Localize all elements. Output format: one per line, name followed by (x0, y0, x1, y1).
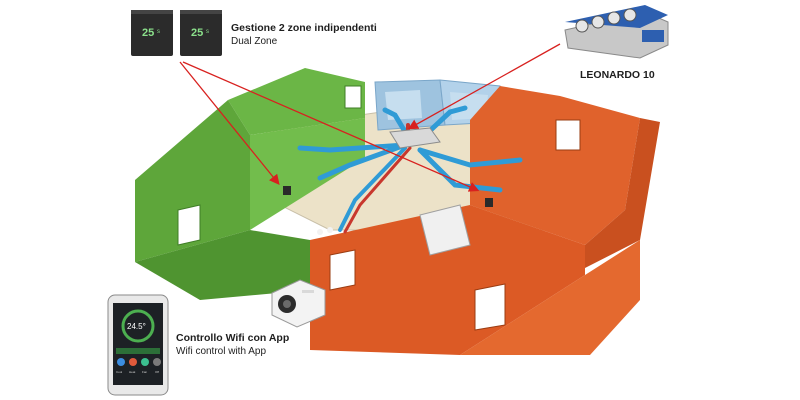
svg-text:25: 25 (191, 27, 203, 39)
connection-arrows (179, 43, 561, 192)
orange-zone-walls (310, 86, 660, 355)
svg-text:Heat: Heat (129, 370, 136, 374)
leonardo-unit (564, 5, 669, 59)
leonardo-label: LEONARDO 10 (580, 69, 655, 81)
wifi-app-title: Controllo Wifi con App (176, 332, 290, 344)
green-zone-walls (135, 68, 365, 300)
svg-text:25: 25 (142, 27, 154, 39)
wifi-app-subtitle: Wifi control with App (176, 346, 267, 357)
svg-text:s: s (157, 29, 160, 35)
svg-text:Cool: Cool (116, 370, 123, 374)
svg-text:s: s (206, 29, 209, 35)
central-unit-box (389, 127, 441, 149)
dual-zone-title: Gestione 2 zone indipendenti (231, 22, 377, 34)
dual-zone-subtitle: Dual Zone (231, 36, 278, 47)
phone-app: 24.5° Cool Heat Fan Off (107, 294, 169, 396)
svg-text:24.5°: 24.5° (127, 322, 146, 331)
outdoor-heat-pump (271, 279, 326, 328)
dual-zone-caption: Gestione 2 zone indipendenti Dual Zone (231, 22, 377, 48)
svg-text:Fan: Fan (142, 370, 148, 374)
thermostat-1: 25 s (131, 10, 173, 56)
svg-text:Off: Off (155, 370, 159, 374)
wifi-app-caption: Controllo Wifi con App Wifi control with… (176, 332, 289, 358)
thermostat-2: 25 s (180, 10, 222, 56)
